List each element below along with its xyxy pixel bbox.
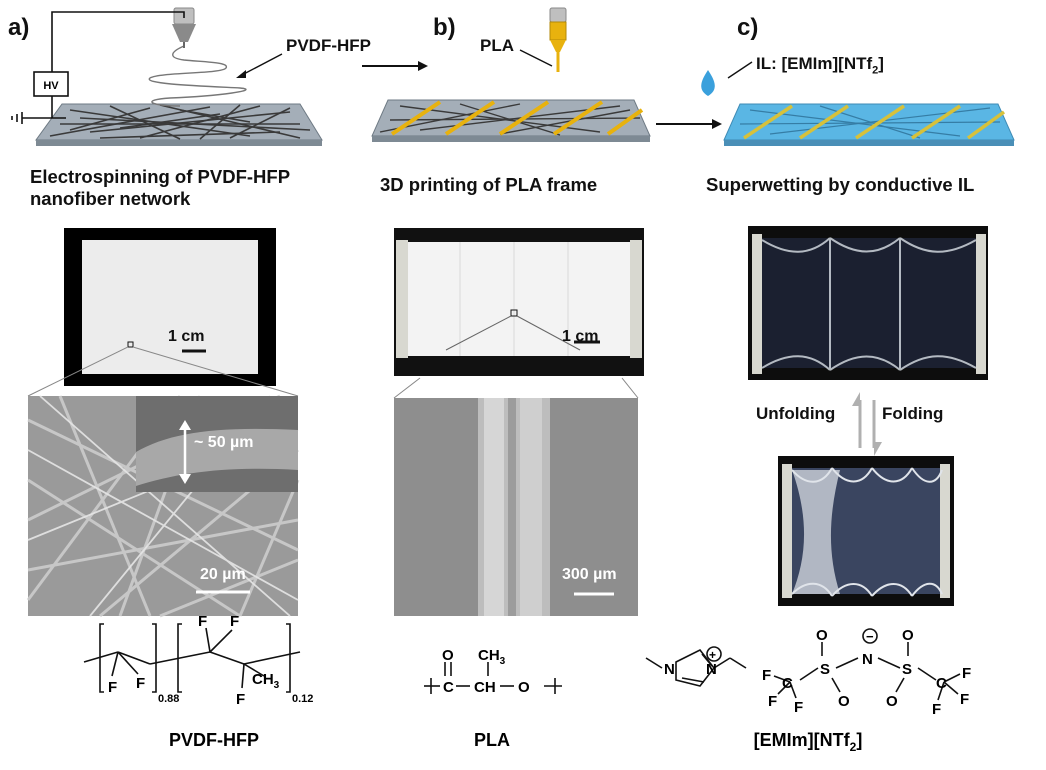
svg-text:N: N	[862, 651, 873, 668]
svg-text:C: C	[936, 675, 947, 692]
panel-c-images	[748, 226, 988, 606]
svg-text:O: O	[838, 693, 850, 710]
svg-text:C: C	[443, 679, 454, 696]
caption-electrospinning: Electrospinning of PVDF-HFP nanofiber ne…	[30, 166, 291, 209]
svg-text:+: +	[709, 648, 716, 662]
emim-cation-structure	[645, 646, 747, 687]
scale-label-1cm-a: 1 cm	[168, 328, 205, 345]
pvdf-hfp-label: PVDF-HFP	[286, 36, 371, 55]
unfolding-label: Unfolding	[756, 404, 836, 423]
svg-text:F: F	[762, 667, 771, 684]
pvdf-hfp-name: PVDF-HFP	[169, 730, 259, 750]
svg-text:F: F	[960, 691, 969, 708]
chemical-structures: F F F F F CH3 0.88 0.12 PVDF-HFP O CH3 C…	[83, 613, 971, 754]
svg-text:F: F	[108, 679, 117, 696]
pla-label: PLA	[480, 36, 514, 55]
fold-unfold-arrows	[852, 392, 882, 456]
svg-text:S: S	[902, 661, 912, 678]
nanofiber-sem-image	[26, 394, 300, 618]
svg-text:O: O	[442, 647, 454, 664]
pvdf-hfp-structure	[83, 623, 301, 693]
high-voltage-circuit	[11, 11, 185, 124]
svg-text:O: O	[886, 693, 898, 710]
svg-text:F: F	[794, 699, 803, 716]
folding-label: Folding	[882, 404, 944, 423]
svg-text:CH: CH	[474, 679, 496, 696]
panel-a-images	[26, 228, 300, 618]
syringe-nozzle-a	[172, 7, 196, 48]
panel-b-images	[393, 228, 644, 616]
caption-superwetting: Superwetting by conductive IL	[706, 174, 975, 195]
svg-text:F: F	[236, 691, 245, 708]
wetted-membrane-photo-folded	[778, 456, 954, 606]
droplet-icon	[701, 70, 715, 96]
process-schematic: HV	[11, 7, 1015, 146]
panel-label-c: c)	[737, 14, 759, 41]
svg-text:S: S	[820, 661, 830, 678]
thickness-label: ~ 50 µm	[194, 434, 254, 451]
svg-text:F: F	[768, 693, 777, 710]
pla-name: PLA	[474, 730, 510, 750]
svg-text:F: F	[932, 701, 941, 718]
pla-nozzle	[549, 7, 567, 72]
pvdf-pointer-arrow	[239, 53, 283, 77]
svg-text:0.12: 0.12	[292, 693, 313, 705]
svg-text:CH3: CH3	[252, 671, 280, 691]
scale-label-1cm-b: 1 cm	[562, 328, 599, 345]
svg-text:−: −	[866, 629, 874, 644]
pla-sem-image	[394, 398, 638, 616]
ntf2-anion-structure	[773, 628, 961, 701]
panel-label-b: b)	[433, 14, 456, 41]
scale-label-300um: 300 µm	[562, 566, 617, 583]
electrospinning-jet	[148, 45, 247, 107]
ionic-liquid-label: IL: [EMIm][NTf2]	[756, 54, 884, 77]
scale-label-20um: 20 µm	[200, 566, 246, 583]
svg-text:O: O	[518, 679, 530, 696]
pla-frame-lines	[390, 100, 644, 136]
svg-text:CH3: CH3	[478, 647, 506, 667]
caption-3d-printing: 3D printing of PLA frame	[380, 174, 598, 195]
svg-text:F: F	[962, 665, 971, 682]
panel-label-a: a)	[8, 14, 30, 41]
hv-label: HV	[43, 80, 59, 92]
svg-text:C: C	[782, 675, 793, 692]
svg-text:F: F	[198, 613, 207, 630]
svg-text:0.88: 0.88	[158, 693, 179, 705]
svg-text:O: O	[902, 627, 914, 644]
fiber-mat	[49, 104, 311, 140]
pla-structure	[424, 662, 562, 694]
svg-text:F: F	[230, 613, 239, 630]
svg-text:N: N	[664, 661, 675, 678]
wetted-membrane-photo-unfolded	[748, 226, 988, 380]
svg-text:N: N	[706, 661, 717, 678]
svg-text:O: O	[816, 627, 828, 644]
emim-ntf2-name: [EMIm][NTf2]	[754, 730, 863, 754]
svg-text:F: F	[136, 675, 145, 692]
